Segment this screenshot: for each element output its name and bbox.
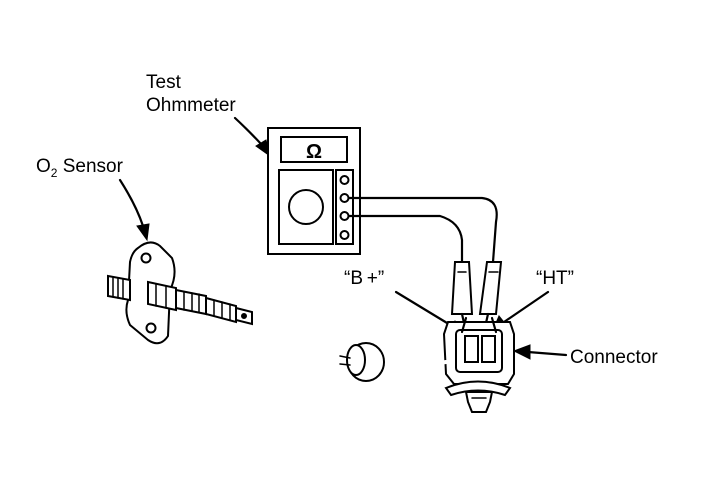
ohmmeter-dial-knob — [288, 189, 324, 225]
flange-hole-bottom — [145, 322, 157, 334]
sensor-harness — [247, 315, 448, 382]
sensor-label: O2 Sensor — [36, 156, 124, 180]
sensor-label-sub: 2 — [51, 166, 58, 180]
test-leads — [347, 196, 503, 334]
connector-leader-arrow — [512, 344, 568, 360]
b-plus-label: “B +” — [344, 268, 384, 289]
meter-leader-arrow — [233, 116, 271, 158]
meter-jack-3 — [339, 211, 350, 221]
meter-label-line2: Ohmmeter — [146, 95, 236, 116]
test-lead-ht — [347, 196, 498, 264]
connector-label: Connector — [570, 347, 658, 368]
sensor-boot — [205, 296, 237, 324]
connector — [442, 316, 515, 413]
connector-clip — [464, 391, 494, 413]
sensor-leader-arrow — [118, 178, 150, 242]
ohmmeter-jack-panel — [335, 169, 354, 245]
meter-jack-2 — [339, 193, 350, 203]
meter-label-line1: Test — [146, 72, 182, 93]
ohmmeter-display — [280, 136, 348, 163]
meter-jack-4 — [339, 230, 350, 240]
meter-jack-1 — [339, 175, 350, 185]
o2-sensor — [107, 241, 253, 345]
ohmmeter: Ω — [267, 127, 361, 255]
ohm-symbol-icon: Ω — [306, 141, 322, 163]
connector-pin-right — [481, 335, 496, 363]
sensor-label-rest: Sensor — [57, 156, 123, 177]
sensor-tip — [107, 274, 131, 302]
connector-pin-left — [464, 335, 479, 363]
sensor-label-o: O — [36, 156, 51, 177]
sensor-hex-body — [147, 280, 177, 312]
sensor-shell — [175, 288, 207, 316]
probe-ht — [478, 261, 503, 315]
ht-label: “HT” — [536, 268, 574, 289]
probe-b-plus — [450, 261, 474, 315]
connector-clip-bar — [444, 380, 512, 397]
flange-hole-top — [140, 252, 152, 264]
test-lead-b-plus — [347, 214, 464, 264]
